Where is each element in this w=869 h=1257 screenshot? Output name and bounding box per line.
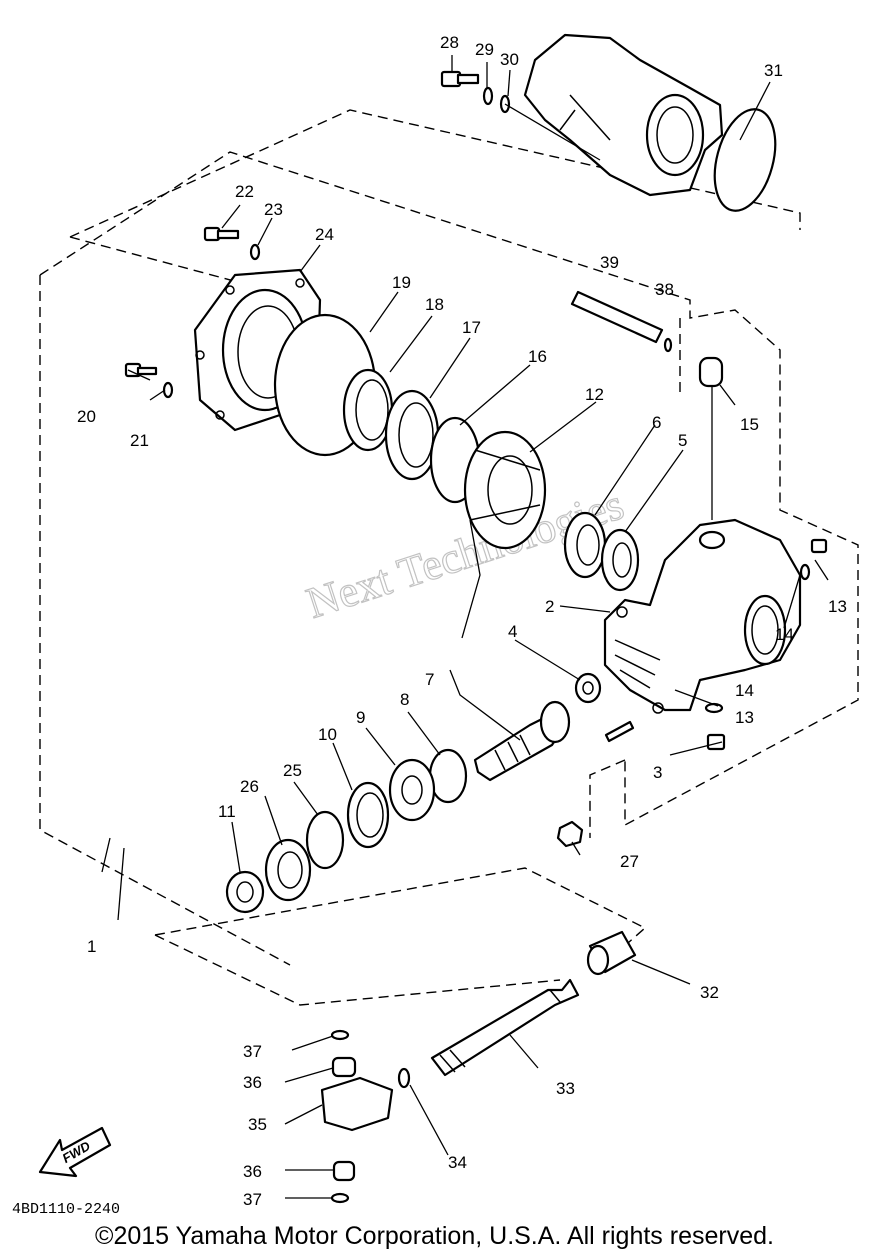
part-number-label: 20 <box>77 407 96 426</box>
part-10-nut <box>346 781 390 849</box>
part-number-label: 36 <box>243 1073 262 1092</box>
part-number-label: 22 <box>235 182 254 201</box>
part-number-label: 7 <box>425 670 434 689</box>
part-4-bearing <box>574 672 602 704</box>
part-9-bearing <box>388 758 436 822</box>
part-number-label: 10 <box>318 725 337 744</box>
part-number-label: 5 <box>678 431 687 450</box>
part-number-label: 33 <box>556 1079 575 1098</box>
part-number-label: 13 <box>828 597 847 616</box>
part-3-stud <box>556 720 635 848</box>
part-5-seal <box>600 528 640 592</box>
part-number-label: 36 <box>243 1162 262 1181</box>
part-number-label: 17 <box>462 318 481 337</box>
part-33-drive-shaft <box>430 978 580 1077</box>
part-28-bolt <box>440 70 601 161</box>
copyright-notice: ©2015 Yamaha Motor Corporation, U.S.A. A… <box>95 1222 774 1250</box>
drawing-code: 4BD1110-2240 <box>12 1201 120 1218</box>
part-number-label: 32 <box>700 983 719 1002</box>
part-7-pinion-gear <box>473 700 571 782</box>
part-number-label: 19 <box>392 273 411 292</box>
part-22-bolt <box>203 226 261 261</box>
part-number-label: 18 <box>425 295 444 314</box>
part-11-collar <box>225 870 265 914</box>
part-number-label: 37 <box>243 1042 262 1061</box>
part-number-label: 1 <box>87 937 96 956</box>
part-15-breather <box>698 356 724 520</box>
part-number-label: 30 <box>500 50 519 69</box>
part-number-labels: 1 2 3 4 5 6 7 8 9 10 11 12 13 13 14 14 1… <box>77 33 847 1209</box>
part-number-label: 31 <box>764 61 783 80</box>
part-number-label: 28 <box>440 33 459 52</box>
part-number-label: 26 <box>240 777 259 796</box>
part-number-label: 2 <box>545 597 554 616</box>
part-number-label: 11 <box>218 802 236 821</box>
part-8-shim <box>428 748 468 804</box>
part-18-bearing <box>342 368 394 452</box>
part-number-label: 8 <box>400 690 409 709</box>
part-32-coupling <box>586 930 637 976</box>
part-35-universal-joint <box>320 1029 394 1204</box>
part-2-gear-case <box>603 518 802 714</box>
part-number-label: 37 <box>243 1190 262 1209</box>
part-number-label: 3 <box>653 763 662 782</box>
part-number-label: 23 <box>264 200 283 219</box>
part-number-label: 16 <box>528 347 547 366</box>
part-12-ring-gear <box>463 430 547 550</box>
fwd-arrow-icon: FWD <box>38 1126 112 1178</box>
part-number-label: 24 <box>315 225 334 244</box>
part-number-label: 21 <box>130 431 149 450</box>
part-number-label: 9 <box>356 708 365 727</box>
part-number-label: 35 <box>248 1115 267 1134</box>
assembly-outlines <box>39 109 859 1006</box>
part-number-label: 12 <box>585 385 604 404</box>
part-number-label: 6 <box>652 413 661 432</box>
part-number-label: 25 <box>283 761 302 780</box>
part-number-label: 39 <box>600 253 619 272</box>
part-number-label: 27 <box>620 852 639 871</box>
part-number-label: 14 <box>735 681 754 700</box>
part-20-bolt <box>124 362 174 399</box>
part-number-label: 29 <box>475 40 494 59</box>
part-number-label: 4 <box>508 622 517 641</box>
part-number-label: 38 <box>655 280 674 299</box>
part-6-bearing <box>563 511 607 579</box>
leader-lines <box>101 55 829 1199</box>
part-25-o-ring <box>305 810 345 870</box>
part-39-pin <box>570 290 673 353</box>
part-number-label: 14 <box>775 625 794 644</box>
part-26-seal <box>264 838 312 902</box>
part-number-label: 13 <box>735 708 754 727</box>
part-31-housing <box>523 33 777 212</box>
part-34-clip <box>397 1067 411 1089</box>
part-number-label: 15 <box>740 415 759 434</box>
part-number-label: 34 <box>448 1153 467 1172</box>
